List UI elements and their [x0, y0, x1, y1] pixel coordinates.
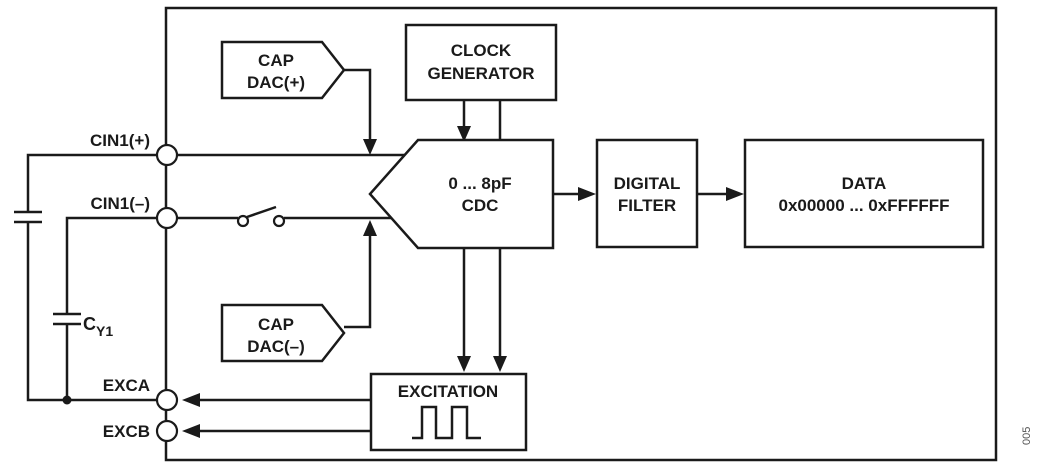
figure-number: 005 [1021, 427, 1033, 445]
svg-text:0x00000 ... 0xFFFFFF: 0x00000 ... 0xFFFFFF [778, 196, 949, 215]
svg-text:DAC(+): DAC(+) [247, 73, 305, 92]
arrow-heads [182, 126, 744, 438]
capdac-plus-block: CAP DAC(+) [220, 40, 346, 100]
pin-label-cin1-plus: CIN1(+) [90, 131, 150, 150]
chip-outline [164, 6, 998, 462]
svg-text:FILTER: FILTER [618, 196, 676, 215]
pin-label-excb: EXCB [103, 422, 150, 441]
pin-excb [155, 419, 179, 443]
clock-generator-block: CLOCK GENERATOR [404, 23, 558, 102]
svg-text:CDC: CDC [462, 196, 499, 215]
svg-text:CAP: CAP [258, 51, 294, 70]
pin-label-exca: EXCA [103, 376, 150, 395]
external-network [14, 153, 157, 405]
pin-cin1-plus [155, 143, 179, 167]
data-register-block: DATA 0x00000 ... 0xFFFFFF [743, 138, 985, 249]
pin-cin1-minus [155, 206, 179, 230]
cy1-capacitor-label: CY1 [83, 314, 113, 339]
svg-text:DIGITAL: DIGITAL [614, 174, 681, 193]
square-wave-icon [412, 405, 481, 440]
internal-wiring [178, 68, 730, 433]
pin-exca [155, 388, 179, 412]
pin-label-cin1-minus: CIN1(–) [90, 194, 150, 213]
digital-filter-block: DIGITAL FILTER [595, 138, 699, 249]
svg-text:DATA: DATA [842, 174, 887, 193]
cdc-block: 0 ... 8pF CDC [368, 138, 555, 250]
excitation-block: EXCITATION [369, 372, 528, 452]
svg-text:CAP: CAP [258, 315, 294, 334]
svg-text:DAC(–): DAC(–) [247, 337, 305, 356]
input-switch [236, 205, 286, 228]
capdac-minus-block: CAP DAC(–) [220, 303, 346, 363]
svg-text:CLOCK: CLOCK [451, 41, 512, 60]
svg-text:0 ... 8pF: 0 ... 8pF [448, 174, 511, 193]
junction-dot [62, 395, 72, 405]
svg-text:GENERATOR: GENERATOR [427, 64, 534, 83]
svg-text:EXCITATION: EXCITATION [398, 382, 498, 401]
